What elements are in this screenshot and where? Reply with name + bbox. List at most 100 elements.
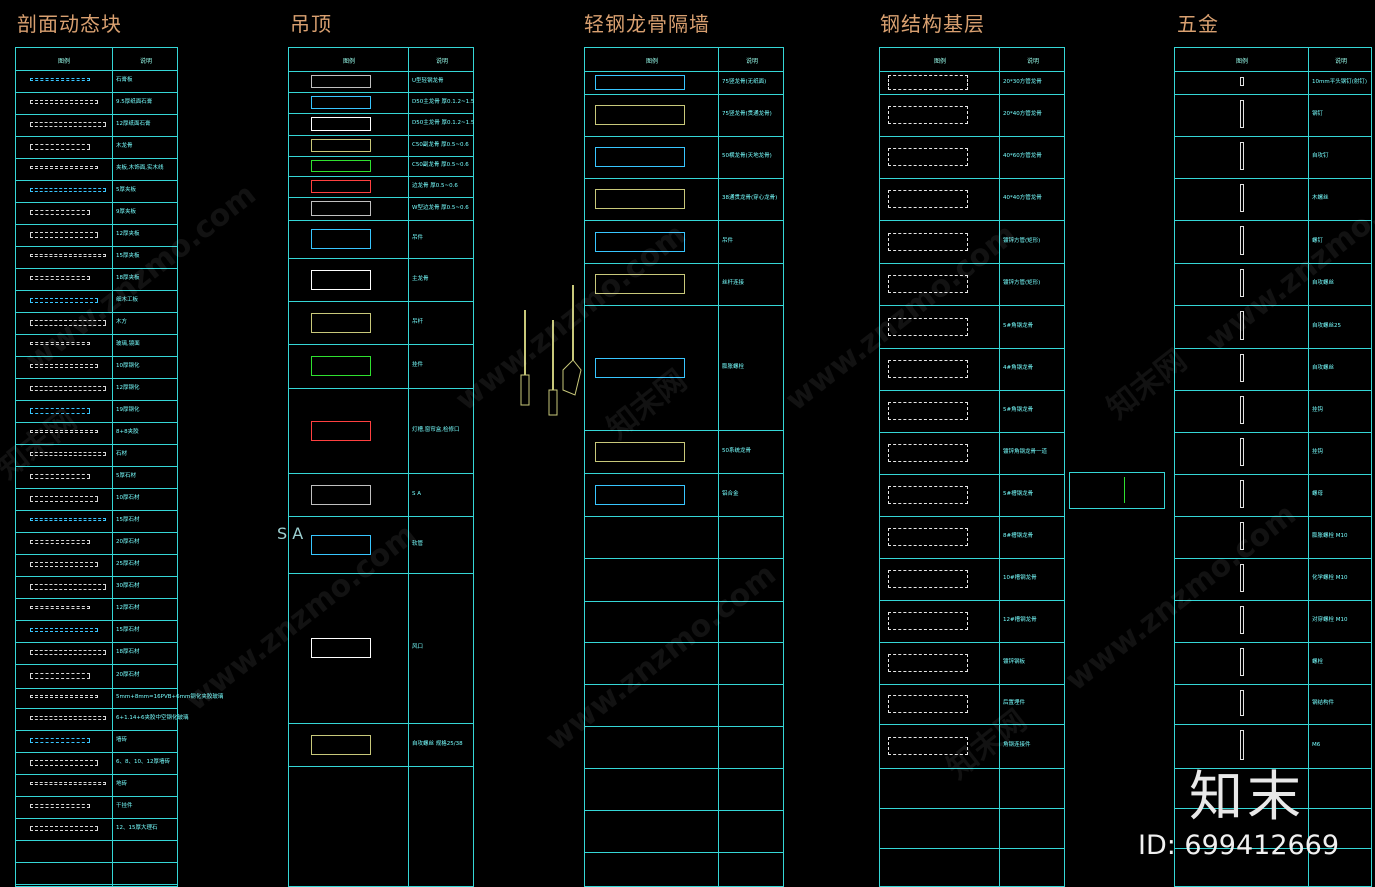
table-row-line — [16, 796, 177, 797]
column-divider — [999, 48, 1000, 886]
legend-figure — [888, 75, 968, 90]
legend-figure — [888, 190, 968, 208]
legend-figure — [1239, 690, 1244, 716]
legend-label: 5厚夹板 — [116, 187, 136, 193]
table-row-line — [289, 220, 473, 221]
table-row-line — [585, 430, 783, 431]
table-row-line — [16, 730, 177, 731]
table-row-line — [289, 344, 473, 345]
legend-figure — [311, 117, 371, 131]
legend-figure — [595, 441, 685, 462]
legend-figure — [1239, 438, 1244, 466]
table-row-line — [1175, 94, 1371, 95]
legend-figure — [30, 100, 98, 104]
legend-label: 细木工板 — [116, 297, 139, 303]
legend-figure — [311, 356, 371, 376]
legend-label: 挂件 — [412, 362, 424, 368]
legend-label: 吊件 — [722, 237, 734, 244]
table-row-line — [16, 356, 177, 357]
legend-figure — [1239, 396, 1244, 424]
table-row-line — [1175, 432, 1371, 433]
legend-label: 自攻螺丝 — [1312, 365, 1335, 371]
table-row-line — [585, 852, 783, 853]
table-row-line — [16, 532, 177, 533]
legend-label: U型轻钢龙骨 — [412, 77, 444, 84]
legend-label: 墙砖 — [116, 737, 128, 743]
legend-label: 吊杆 — [412, 318, 424, 325]
legend-figure — [888, 528, 968, 546]
legend-label: 膨胀螺栓 M10 — [1312, 533, 1348, 539]
legend-figure — [30, 496, 98, 502]
legend-figure — [1239, 226, 1244, 255]
table-row-line — [1175, 348, 1371, 349]
table-row-line — [16, 92, 177, 93]
table-row-line — [16, 422, 177, 423]
legend-figure — [311, 312, 371, 333]
legend-label: 30厚石材 — [116, 583, 140, 589]
legend-label: C50副龙骨 厚0.5~0.6 — [412, 141, 469, 148]
title-hardware: 五金 — [1177, 12, 1219, 36]
legend-figure — [1239, 522, 1244, 550]
legend-label: 木螺丝 — [1312, 195, 1329, 201]
legend-label: 铝合金 — [722, 490, 739, 497]
table-row-line — [289, 258, 473, 259]
legend-figure — [30, 188, 106, 192]
title-ceiling: 吊顶 — [290, 12, 332, 36]
legend-label: 丝杆连接 — [722, 280, 745, 286]
legend-figure — [30, 122, 106, 127]
legend-figure — [30, 673, 90, 679]
legend-figure — [1239, 648, 1244, 676]
legend-figure — [311, 229, 371, 249]
legend-label: 5#角钢龙骨 — [1003, 322, 1034, 329]
legend-figure — [30, 364, 98, 368]
legend-label: 40*60方管龙骨 — [1003, 153, 1042, 159]
table-row-line — [585, 516, 783, 517]
table-row-line — [880, 808, 1064, 809]
legend-label: 9厚夹板 — [116, 209, 136, 215]
table-row-line — [16, 862, 177, 863]
table-row-line — [16, 664, 177, 665]
table-row-line — [1175, 305, 1371, 306]
table-header: 图例 — [58, 58, 71, 65]
table-row-line — [289, 388, 473, 389]
table-row-line — [16, 620, 177, 621]
legend-label: 10mm平头钢钉(射钉) — [1312, 78, 1368, 85]
legend-figure — [1239, 606, 1244, 634]
table-row-line — [585, 220, 783, 221]
legend-label: 10#槽钢龙骨 — [1003, 575, 1037, 581]
table-row-line — [289, 71, 473, 72]
legend-label: 自攻螺丝 — [1312, 280, 1335, 286]
legend-figure — [1239, 354, 1244, 382]
legend-figure — [888, 654, 968, 672]
legend-figure — [888, 444, 968, 462]
legend-label: 后置埋件 — [1003, 700, 1026, 706]
table-row-line — [289, 135, 473, 136]
legend-label: 50横龙骨(天地龙骨) — [722, 153, 772, 159]
legend-label: 玻璃,镜面 — [116, 341, 140, 347]
table-row-line — [16, 290, 177, 291]
table-row-line — [16, 70, 177, 71]
legend-label: 38通贯龙骨(穿心龙骨) — [722, 195, 778, 201]
table-row-line — [16, 840, 177, 841]
table-row-line — [16, 774, 177, 775]
table-row-line — [16, 444, 177, 445]
table-row-line — [16, 554, 177, 555]
title-steel: 钢结构基层 — [880, 12, 985, 36]
table-row-line — [1175, 600, 1371, 601]
legend-figure — [595, 484, 685, 505]
table-row-line — [585, 684, 783, 685]
legend-figure — [30, 540, 90, 544]
legend-figure — [311, 734, 371, 755]
legend-label: 自攻螺丝25 — [1312, 322, 1341, 329]
table-row-line — [880, 684, 1064, 685]
table-row-line — [16, 114, 177, 115]
legend-label: 对穿螺栓 M10 — [1312, 617, 1348, 623]
legend-label: 挂钩 — [1312, 407, 1324, 413]
hanger-rods-figure — [520, 285, 582, 416]
table-row-line — [16, 510, 177, 511]
legend-label: 石膏板 — [116, 77, 133, 83]
table-header: 说明 — [746, 58, 759, 65]
legend-figure — [888, 486, 968, 504]
table-row-line — [289, 473, 473, 474]
